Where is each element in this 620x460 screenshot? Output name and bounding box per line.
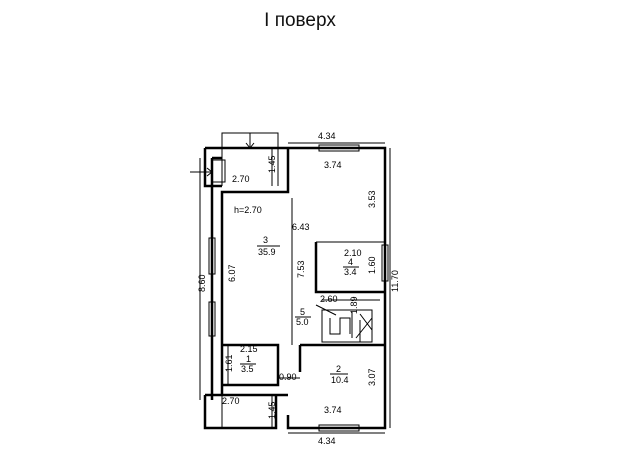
dim-porch-bottom-width: 2.70 xyxy=(222,396,240,406)
room-area: 35.9 xyxy=(258,247,276,257)
interior-walls xyxy=(222,241,385,387)
dim-left-inner: 6.07 xyxy=(227,264,237,282)
dim-room4-height: 1.60 xyxy=(367,256,377,274)
dim-porch-top-depth: 1.45 xyxy=(267,155,277,173)
room-area: 3.5 xyxy=(241,364,254,374)
dim-left-overall: 8.60 xyxy=(197,274,207,292)
entrance-arrows xyxy=(190,133,255,177)
room-3-label: 3 35.9 xyxy=(257,235,280,257)
room-number: 3 xyxy=(263,235,268,245)
dim-right-upper: 3.53 xyxy=(367,190,377,208)
dim-bottom-overall: 4.34 xyxy=(318,436,336,446)
room-5-label: 5 5.0 xyxy=(295,307,311,327)
room-4-label: 4 3.4 xyxy=(343,257,359,277)
plan-title: I поверх xyxy=(264,10,336,31)
dim-room4-width: 2.10 xyxy=(344,248,362,258)
room-number: 5 xyxy=(300,307,305,317)
dim-stair-width: 2.60 xyxy=(320,294,338,304)
room-1-label: 1 3.5 xyxy=(240,354,256,374)
room-number: 4 xyxy=(348,257,353,267)
dim-stair-depth: 1.89 xyxy=(349,296,359,314)
dim-porch-top-width: 2.70 xyxy=(232,174,250,184)
dim-door-gap: 0.90 xyxy=(279,372,297,382)
dim-room1-width: 2.15 xyxy=(240,344,258,354)
dim-room1-height: 1.61 xyxy=(224,354,234,372)
dimension-labels: 4.34 3.74 2.70 1.45 3.53 h=2.70 6.43 8.6… xyxy=(197,131,400,446)
dim-top-inner: 3.74 xyxy=(324,160,342,170)
dim-upper-span: 6.43 xyxy=(292,222,310,232)
dimension-lines xyxy=(199,142,391,434)
dim-room3-height: h=2.70 xyxy=(234,205,262,215)
room-area: 10.4 xyxy=(331,375,349,385)
room-area: 3.4 xyxy=(344,267,357,277)
outer-walls xyxy=(203,132,389,432)
room-2-label: 2 10.4 xyxy=(330,364,349,385)
dim-top-overall: 4.34 xyxy=(318,131,336,141)
room-number: 1 xyxy=(246,354,251,364)
dim-room2-height: 3.07 xyxy=(367,368,377,386)
dim-right-overall: 11.70 xyxy=(390,270,400,292)
room-number: 2 xyxy=(336,364,341,374)
room-labels: 3 35.9 4 3.4 5 5.0 1 3.5 2 10.4 xyxy=(240,235,359,385)
dim-center-vertical: 7.53 xyxy=(296,260,306,278)
dim-bottom-inner: 3.74 xyxy=(324,405,342,415)
dim-porch-bottom-depth: 1.45 xyxy=(267,401,277,419)
room-area: 5.0 xyxy=(296,317,309,327)
